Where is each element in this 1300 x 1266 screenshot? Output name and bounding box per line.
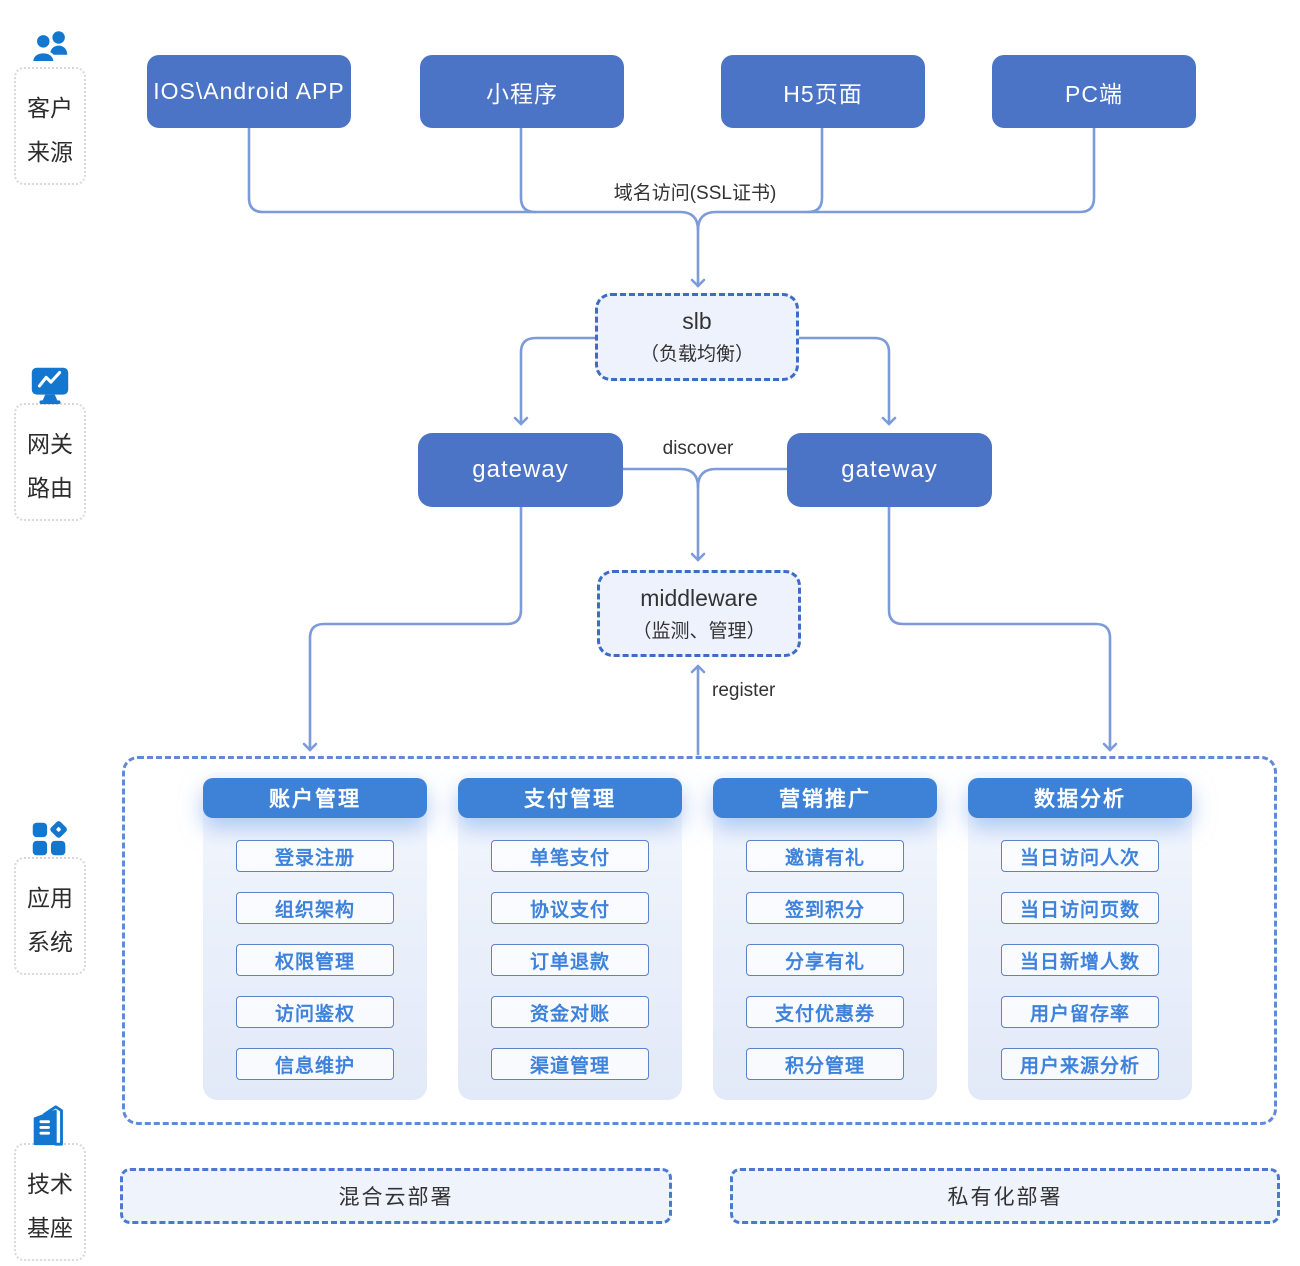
sidebar-group-gateway-routing: 网关 路由 xyxy=(14,362,86,521)
module-item: 访问鉴权 xyxy=(236,996,394,1028)
module-item: 签到积分 xyxy=(746,892,904,924)
sidebar-label-box: 技术 基座 xyxy=(14,1143,86,1261)
sidebar-label-line: 技术 xyxy=(27,1171,73,1197)
module-item-list: 当日访问人次 当日访问页数 当日新增人数 用户留存率 用户来源分析 xyxy=(1001,818,1159,1080)
sidebar-label-box: 客户 来源 xyxy=(14,67,86,185)
gateway-node-right: gateway xyxy=(787,433,992,507)
sidebar-label-line: 路由 xyxy=(27,475,73,501)
module-item: 组织架构 xyxy=(236,892,394,924)
module-header: 营销推广 xyxy=(713,778,937,818)
module-item: 登录注册 xyxy=(236,840,394,872)
edge-client3-bus xyxy=(806,126,824,214)
domain-access-label: 域名访问(SSL证书) xyxy=(613,183,777,204)
discover-label: discover xyxy=(662,438,734,459)
client-box-h5-page: H5页面 xyxy=(721,55,925,128)
module-header: 支付管理 xyxy=(458,778,682,818)
sidebar-group-customer-source: 客户 来源 xyxy=(14,26,86,185)
module-item: 用户留存率 xyxy=(1001,996,1159,1028)
client-box-ios-android-app: IOS\Android APP xyxy=(147,55,351,128)
sidebar-label-line: 网关 xyxy=(27,431,73,457)
module-item: 邀请有礼 xyxy=(746,840,904,872)
register-label: register xyxy=(712,680,776,701)
module-item-list: 单笔支付 协议支付 订单退款 资金对账 渠道管理 xyxy=(491,818,649,1080)
edge-client2-bus xyxy=(519,126,537,214)
app-systems-container xyxy=(122,756,1277,1125)
gateway-node-left: gateway xyxy=(418,433,623,507)
module-column-marketing: 营销推广 邀请有礼 签到积分 分享有礼 支付优惠券 积分管理 xyxy=(713,772,937,1100)
sidebar-group-tech-base: 技术 基座 xyxy=(14,1102,86,1261)
sidebar-label-line: 系统 xyxy=(27,929,73,955)
module-item: 权限管理 xyxy=(236,944,394,976)
edge-slb-gateway-left xyxy=(513,336,597,426)
sidebar-label-box: 应用 系统 xyxy=(14,857,86,975)
module-column-account: 账户管理 登录注册 组织架构 权限管理 访问鉴权 信息维护 xyxy=(203,772,427,1100)
monitor-chart-icon xyxy=(27,362,73,408)
module-item: 单笔支付 xyxy=(491,840,649,872)
module-item: 当日访问人次 xyxy=(1001,840,1159,872)
module-item: 订单退款 xyxy=(491,944,649,976)
module-item: 协议支付 xyxy=(491,892,649,924)
edge-gwleft-apps xyxy=(302,505,523,752)
module-item-list: 登录注册 组织架构 权限管理 访问鉴权 信息维护 xyxy=(236,818,394,1080)
sidebar-group-app-system: 应用 系统 xyxy=(14,816,86,975)
edge-client4-slb xyxy=(696,126,1096,232)
module-item: 积分管理 xyxy=(746,1048,904,1080)
building-icon xyxy=(27,1102,73,1148)
users-icon xyxy=(27,26,73,72)
module-item: 分享有礼 xyxy=(746,944,904,976)
edge-client1-slb xyxy=(247,126,706,288)
module-column-payment: 支付管理 单笔支付 协议支付 订单退款 资金对账 渠道管理 xyxy=(458,772,682,1100)
module-item: 资金对账 xyxy=(491,996,649,1028)
sidebar-label-box: 网关 路由 xyxy=(14,403,86,521)
sidebar-label-line: 客户 xyxy=(27,95,73,121)
sidebar-label-line: 基座 xyxy=(27,1215,73,1241)
edge-slb-gateway-right xyxy=(797,336,897,426)
slb-node: slb （负载均衡） xyxy=(595,293,799,381)
slb-title: slb xyxy=(682,308,712,334)
module-item: 渠道管理 xyxy=(491,1048,649,1080)
sidebar-label-line: 来源 xyxy=(27,139,73,165)
deployment-box-hybrid-cloud: 混合云部署 xyxy=(120,1168,672,1224)
edge-gwleft-middleware xyxy=(621,467,706,562)
module-item: 支付优惠券 xyxy=(746,996,904,1028)
sidebar-label-line: 应用 xyxy=(27,885,73,911)
module-column-analytics: 数据分析 当日访问人次 当日访问页数 当日新增人数 用户留存率 用户来源分析 xyxy=(968,772,1192,1100)
client-box-mini-program: 小程序 xyxy=(420,55,624,128)
app-grid-icon xyxy=(27,816,73,862)
client-box-pc: PC端 xyxy=(992,55,1196,128)
module-item: 当日新增人数 xyxy=(1001,944,1159,976)
module-item-list: 邀请有礼 签到积分 分享有礼 支付优惠券 积分管理 xyxy=(746,818,904,1080)
middleware-node: middleware （监测、管理） xyxy=(597,570,801,657)
middleware-title: middleware xyxy=(640,584,758,611)
module-header: 数据分析 xyxy=(968,778,1192,818)
module-item: 当日访问页数 xyxy=(1001,892,1159,924)
middleware-subtitle: （监测、管理） xyxy=(632,620,766,642)
slb-subtitle: （负载均衡） xyxy=(639,344,754,365)
module-header: 账户管理 xyxy=(203,778,427,818)
deployment-box-private: 私有化部署 xyxy=(730,1168,1280,1224)
module-item: 用户来源分析 xyxy=(1001,1048,1159,1080)
edge-gwright-middleware xyxy=(696,467,789,489)
module-item: 信息维护 xyxy=(236,1048,394,1080)
edge-gwright-apps xyxy=(887,505,1118,752)
